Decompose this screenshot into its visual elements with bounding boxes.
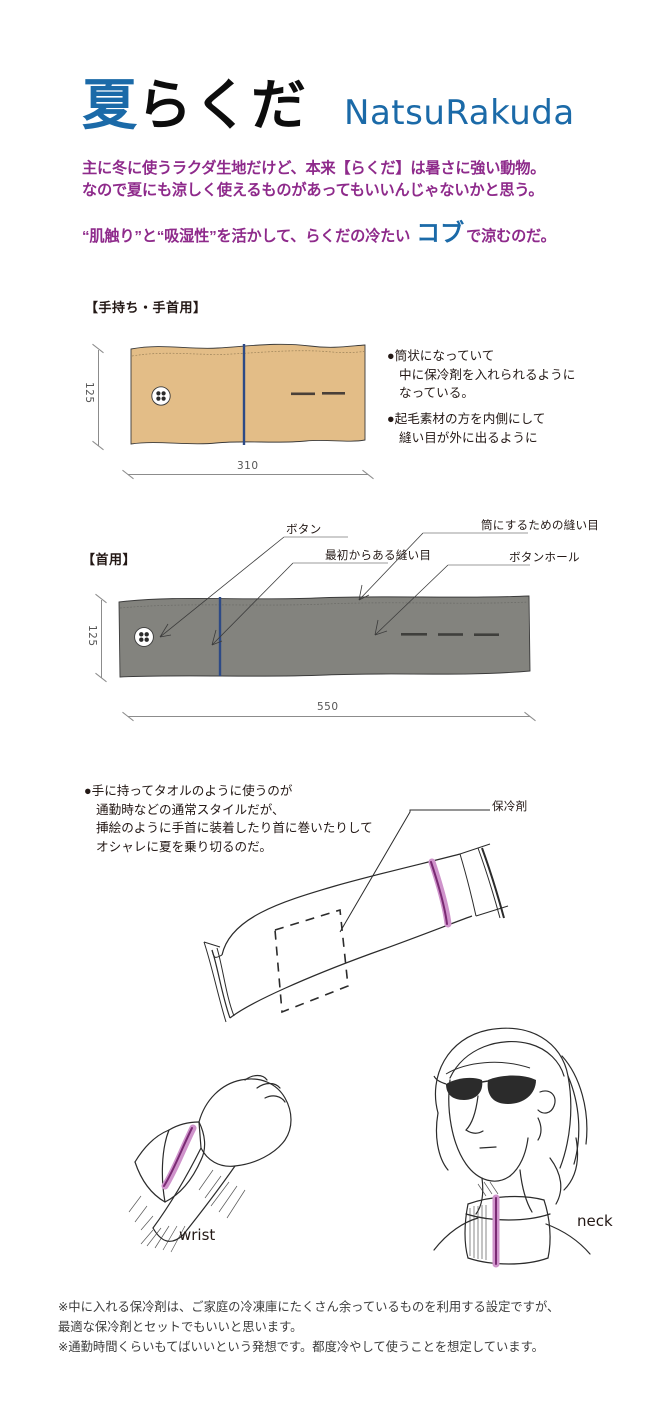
- dim-height-hand-value: 125: [83, 382, 95, 404]
- usage-note-line-1: 通勤時などの通常スタイルだが、: [96, 802, 285, 817]
- hand-note-1-bullet: ●筒状になっていて: [387, 349, 495, 363]
- lead-line-2: なので夏にも涼しく使えるものがあってもいいんじゃないかと思う。: [82, 182, 544, 199]
- usage-note: ●手に持ってタオルのように使うのが 通勤時などの通常スタイルだが、 挿絵のように…: [84, 782, 373, 856]
- button-glyph: [134, 627, 154, 647]
- caption-wrist: wrist: [179, 1226, 216, 1244]
- title-romaji: NatsuRakuda: [344, 93, 575, 133]
- lead-line-3: “肌触り”と“吸湿性”を活かして、らくだの冷たい コブ で涼むのだ。: [82, 213, 602, 248]
- button-glyph: [151, 386, 171, 406]
- callout-tube-seam-label: 筒にするための縫い目: [481, 519, 600, 532]
- title-kana: らくだ: [137, 74, 309, 136]
- hand-fabric-diagram: [130, 343, 366, 445]
- page-title: 夏 らくだ NatsuRakuda: [82, 78, 602, 148]
- lead-line-1: 主に冬に使うラクダ生地だけど、本来【らくだ】は暑さに強い動物。: [82, 160, 546, 177]
- callout-buttonhole-label: ボタンホール: [509, 551, 580, 564]
- footnote-line-1: ※中に入れる保冷剤は、ご家庭の冷凍庫にたくさん余っているものを利用する設定ですが…: [58, 1300, 560, 1314]
- neck-fabric-diagram: [118, 595, 531, 678]
- title-kanji: 夏: [82, 74, 138, 136]
- dim-width-neck-value: 550: [317, 701, 339, 713]
- lead-line-3-part-a: “肌触り”と“吸湿性”を活かして、らくだの冷たい: [82, 228, 411, 245]
- lead-paragraph: 主に冬に使うラクダ生地だけど、本来【らくだ】は暑さに強い動物。 なので夏にも涼し…: [82, 158, 602, 248]
- hand-note-2-bullet: ●起毛素材の方を内側にして: [387, 412, 546, 426]
- hand-note-2-line-1: 縫い目が外に出るように: [399, 430, 538, 445]
- usage-note-line-3: オシャレに夏を乗り切るのだ。: [96, 839, 272, 854]
- hand-note-2: ●起毛素材の方を内側にして 縫い目が外に出るように: [387, 410, 545, 447]
- callout-coolant-label: 保冷剤: [492, 800, 528, 813]
- wrist-illustration: [128, 1074, 292, 1253]
- callout-button-label: ボタン: [286, 523, 322, 536]
- hand-note-1: ●筒状になっていて 中に保冷剤を入れられるように なっている。: [387, 347, 575, 403]
- dim-height-neck-value: 125: [86, 625, 98, 647]
- caption-neck: neck: [577, 1212, 613, 1230]
- usage-note-line-2: 挿絵のように手首に装着したり首に巻いたりして: [96, 821, 373, 835]
- usage-note-bullet: ●手に持ってタオルのように使うのが: [84, 784, 293, 798]
- footnotes: ※中に入れる保冷剤は、ご家庭の冷凍庫にたくさん余っているものを利用する設定ですが…: [58, 1297, 638, 1357]
- buttonhole-marks: [291, 392, 345, 396]
- footnote-line-3: ※通勤時間くらいもてばいいという発想です。都度冷やして使うことを想定しています。: [58, 1340, 544, 1354]
- lead-kobu-emphasis: コブ: [416, 220, 465, 247]
- neck-illustration: [433, 1027, 591, 1268]
- callout-original-seam-label: 最初からある縫い目: [325, 549, 432, 562]
- lead-line-3-part-b: で涼むのだ。: [466, 228, 556, 245]
- hand-note-1-line-2: なっている。: [399, 386, 474, 400]
- dim-width-hand-value: 310: [237, 460, 259, 472]
- section-label-neck: 【首用】: [82, 552, 137, 567]
- buttonhole-marks: [401, 633, 499, 636]
- footnote-line-2: 最適な保冷剤とセットでもいいと思います。: [58, 1320, 303, 1334]
- neck-leader-lines: [159, 532, 530, 646]
- section-label-hand: 【手持ち・手首用】: [85, 300, 207, 315]
- hand-note-1-line-1: 中に保冷剤を入れられるように: [399, 367, 576, 382]
- band-sketch: [203, 809, 509, 1023]
